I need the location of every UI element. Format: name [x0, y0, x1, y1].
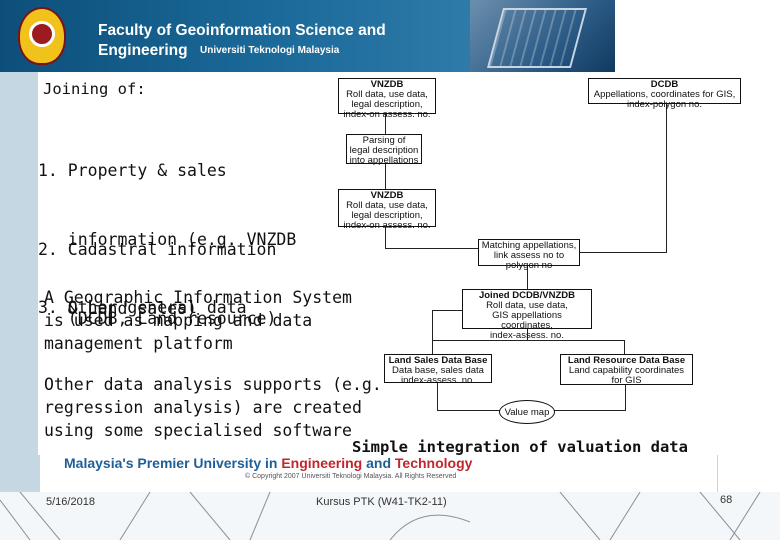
- vnzdb-box-top: VNZDB Roll data, use data, legal descrip…: [338, 78, 436, 120]
- analysis-paragraph-line1: Other data analysis supports (e.g.: [44, 375, 382, 394]
- list-item-2: 2. Cadastral information (DCDB, Land res…: [38, 192, 276, 353]
- list-item-2-line2: (DCDB, Land resource): [38, 309, 277, 328]
- value-map-node: Value map: [499, 400, 555, 424]
- course-code: Kursus PTK (W41-TK2-11): [316, 496, 447, 508]
- slide-date: 5/16/2018: [46, 496, 95, 508]
- analysis-paragraph-line2: regression analysis) are created: [44, 398, 362, 417]
- university-slogan: Malaysia's Premier University in Enginee…: [64, 455, 472, 471]
- list-item-2-line1: 2. Cadastral information: [38, 240, 277, 259]
- slogan-technology: Technology: [394, 455, 473, 471]
- list-item-1-line3: & Land sales): [38, 299, 197, 318]
- joining-heading: Joining of:: [43, 80, 146, 98]
- gis-paragraph-line1: A Geographic Information System: [44, 288, 352, 307]
- left-stripe: [0, 72, 38, 540]
- connector: [625, 384, 626, 411]
- decorative-footer: [0, 492, 780, 540]
- dcdb-box: DCDB Appellations, coordinates for GIS, …: [588, 78, 741, 110]
- connector: [432, 310, 462, 311]
- faculty-title-line1: Faculty of Geoinformation Science and: [98, 22, 386, 39]
- slogan-prefix: Malaysia's Premier University in: [64, 455, 282, 471]
- connector: [385, 248, 480, 249]
- connector: [437, 382, 438, 411]
- connector: [432, 310, 433, 354]
- circuit-chip-image: [470, 0, 615, 72]
- slogan-engineering: Engineering: [281, 455, 363, 471]
- list-item-1-line1: 1. Property & sales: [38, 161, 227, 180]
- list-item-3: 3. Other general data: [38, 250, 247, 342]
- parsing-box: Parsing of legal description into appell…: [346, 134, 422, 166]
- joined-dcdb-vnzdb-box: Joined DCDB/VNZDB Roll data, use data, G…: [462, 289, 592, 341]
- footer-banner: [40, 450, 717, 492]
- list-item-3-line1: 3. Other general data: [38, 298, 247, 317]
- connector: [385, 227, 386, 248]
- gis-paragraph-line3: management platform: [44, 334, 233, 353]
- analysis-paragraph: Other data analysis supports (e.g. regre…: [44, 373, 382, 442]
- connector: [527, 328, 528, 340]
- connector: [527, 265, 528, 289]
- diagram-caption: Simple integration of valuation data: [352, 438, 688, 456]
- connector: [385, 113, 386, 134]
- matching-box: Matching appellations, link assess no to…: [478, 239, 580, 271]
- vnzdb-box-mid: VNZDB Roll data, use data, legal descrip…: [338, 189, 436, 231]
- connector: [437, 410, 500, 411]
- page-number: 68: [720, 494, 733, 506]
- faculty-title-line2: Engineering: [98, 42, 188, 59]
- university-name: Universiti Teknologi Malaysia: [200, 45, 340, 56]
- list-item-1: 1. Property & sales information (e.g. VN…: [38, 113, 296, 343]
- gis-paragraph-line2: is used as mapping and data: [44, 311, 313, 330]
- list-item-1-line2: information (e.g. VNZDB: [38, 230, 297, 249]
- land-resource-db-box: Land Resource Data Base Land capability …: [560, 354, 693, 386]
- analysis-paragraph-line3: using some specialised software: [44, 421, 352, 440]
- connector: [624, 340, 625, 354]
- utm-logo: [18, 7, 66, 65]
- connector: [578, 252, 667, 253]
- connector: [432, 340, 624, 341]
- slogan-and: and: [362, 455, 395, 471]
- copyright-text: © Copyright 2007 Universiti Teknologi Ma…: [245, 473, 457, 480]
- gis-paragraph: A Geographic Information System is used …: [44, 286, 352, 355]
- connector: [666, 103, 667, 252]
- land-sales-db-box: Land Sales Data Base Data base, sales da…: [384, 354, 492, 386]
- connector: [553, 410, 625, 411]
- connector: [385, 163, 386, 189]
